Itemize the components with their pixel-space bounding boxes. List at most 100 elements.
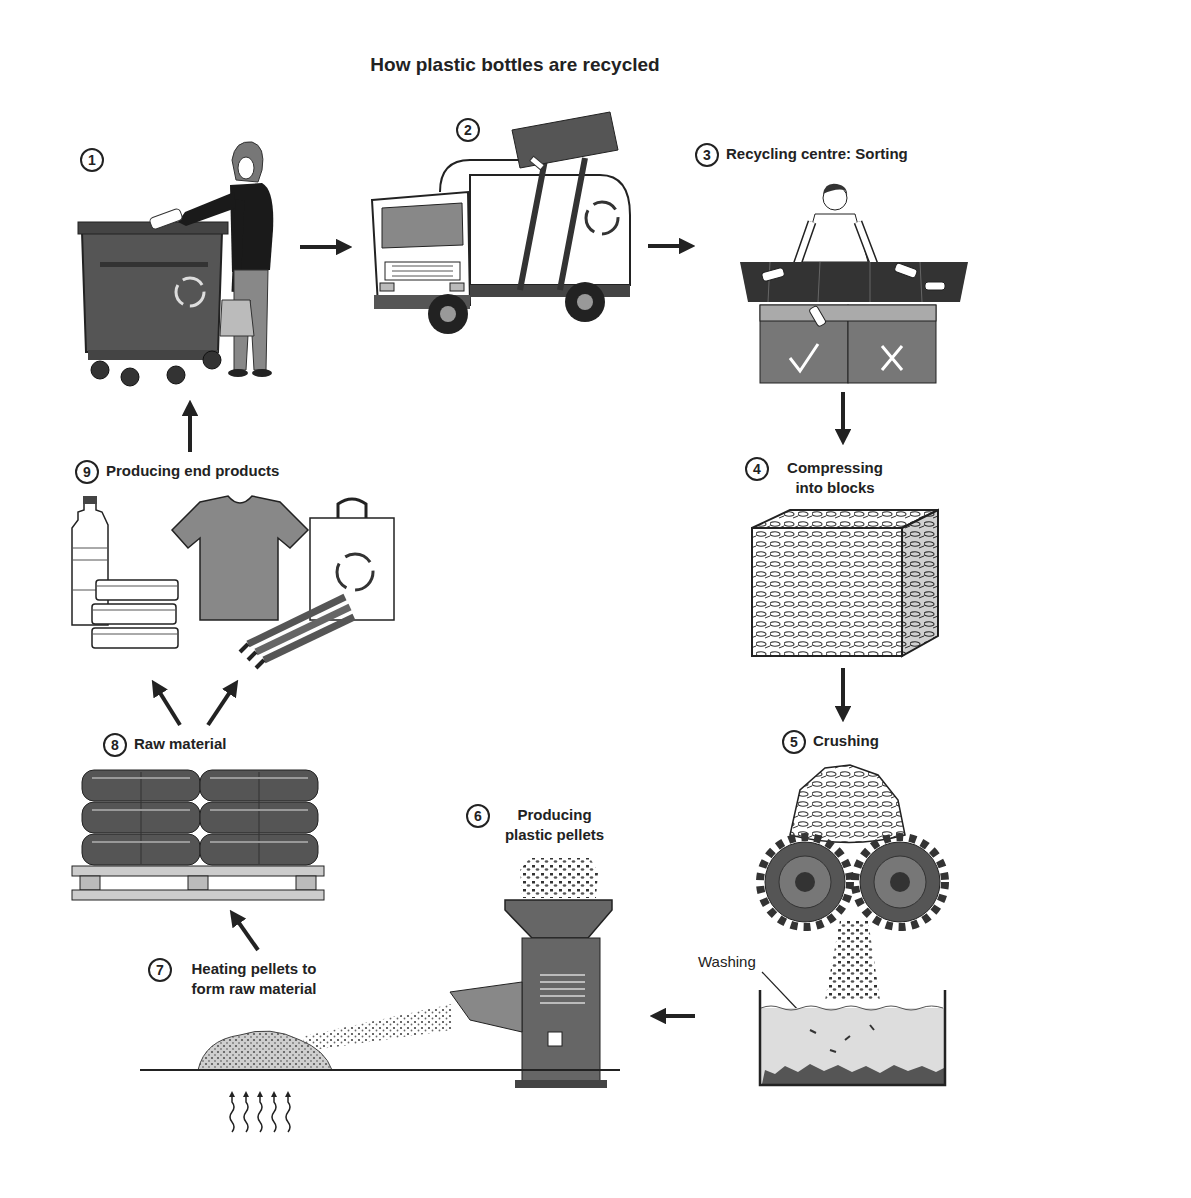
callout-number: 5 — [782, 730, 806, 754]
bin-and-person-figure-part — [232, 142, 263, 182]
bin-and-person-figure-part — [82, 232, 222, 352]
collection-truck-figure-part — [530, 156, 545, 170]
end-products-figure-part — [264, 617, 354, 660]
step-label: Raw material — [134, 733, 227, 754]
stage-label: 7Heating pellets to form raw material — [148, 958, 329, 998]
bin-and-person-figure — [78, 142, 273, 386]
crusher-figure-part — [825, 920, 880, 1000]
process-stage: 6Producing plastic pellets — [450, 800, 650, 1092]
collection-truck-figure-part — [428, 294, 468, 334]
stage-label: 1 — [80, 148, 104, 172]
heating-figure-part — [244, 1094, 248, 1132]
crusher-figure-part — [890, 872, 910, 892]
stage-label: 5 Crushing — [782, 730, 879, 754]
end-products-figure-part — [240, 644, 248, 652]
flow-arrow — [235, 917, 258, 950]
crusher-figure-part — [790, 765, 905, 843]
flow-arrow — [300, 245, 344, 249]
sorting-figure-part — [761, 267, 785, 281]
callout-number: 2 — [456, 118, 480, 142]
bin-and-person-figure-part — [149, 208, 183, 230]
process-stage: 3Recycling centre: Sorting — [695, 140, 975, 392]
flow-arrow — [648, 244, 687, 248]
stage-label: 4Compressing into blocks — [745, 457, 894, 497]
stage-label: 6Producing plastic pellets — [466, 804, 612, 844]
collection-truck-figure-part — [470, 285, 630, 297]
step-label: Producing plastic pellets — [497, 804, 612, 844]
raw-material-figure-part — [80, 876, 100, 890]
end-products-figure-part — [256, 660, 264, 668]
process-stage: 7Heating pellets to form raw material — [135, 950, 450, 1140]
pellet-machine-figure-part — [540, 975, 585, 1003]
sorting-figure-part — [760, 305, 936, 321]
collection-truck-figure-part — [512, 112, 618, 168]
process-stage: 9 Producing end products — [55, 452, 405, 680]
pellet-machine-figure-part — [548, 1032, 562, 1046]
stage-label: 2 — [456, 118, 480, 142]
step-label: Crushing — [813, 730, 879, 751]
collection-truck-figure — [372, 112, 630, 334]
crusher-figure-part — [860, 842, 940, 922]
process-stage: 1 — [70, 140, 300, 400]
pellet-machine-figure-part — [522, 938, 600, 1084]
process-stage: 8Raw material — [65, 725, 330, 910]
compressed-block-figure — [752, 510, 938, 656]
callout-number: 3 — [695, 143, 719, 167]
callout-label: Washing — [698, 953, 756, 970]
raw-material-figure-part — [72, 890, 324, 900]
flow-arrow — [658, 1014, 695, 1018]
bin-and-person-figure-part — [238, 157, 254, 179]
callout-number: 4 — [745, 457, 769, 481]
crusher-figure-part — [765, 842, 845, 922]
bin-and-person-figure-part — [228, 369, 248, 377]
collection-truck-figure-part — [470, 175, 630, 285]
bin-and-person-figure-part — [252, 369, 272, 377]
crusher-figure-part — [761, 1008, 944, 1084]
bin-and-person-figure-part — [88, 350, 218, 360]
crusher-figure-part — [779, 856, 831, 908]
flow-arrow — [156, 687, 180, 725]
crusher-figure-part — [810, 1025, 874, 1052]
bin-and-person-figure-part — [203, 351, 221, 369]
sorting-figure-part — [740, 262, 968, 302]
pellet-machine-figure-part — [450, 982, 522, 1032]
stage-label: 9 Producing end products — [75, 460, 279, 484]
flow-arrow — [841, 668, 845, 714]
collection-truck-figure-part — [372, 192, 470, 305]
sorting-figure-part — [894, 262, 918, 278]
callout-number: 1 — [80, 148, 104, 172]
collection-truck-figure-part — [577, 294, 593, 310]
bin-and-person-figure-part — [220, 300, 254, 336]
callout-number: 7 — [148, 958, 172, 982]
sorting-figure-part — [768, 262, 922, 302]
end-products-figure-part — [92, 628, 178, 648]
heating-figure-part — [300, 1004, 452, 1052]
sorting-figure-part — [790, 344, 818, 371]
heating-figure-part — [272, 1094, 276, 1132]
end-products-figure-part — [248, 597, 345, 644]
heating-figure — [140, 1004, 620, 1132]
pellet-machine-figure-part — [505, 900, 612, 938]
bin-and-person-figure-part — [176, 278, 204, 306]
process-stage: 5 Crushing — [695, 722, 960, 1092]
stage-label: 8Raw material — [103, 733, 227, 757]
crusher-figure-part — [760, 990, 945, 1085]
crusher-figure-part — [760, 837, 850, 927]
step-label: Producing end products — [106, 460, 279, 481]
pellet-machine-figure-part — [520, 858, 598, 898]
collection-truck-figure-part — [382, 203, 463, 248]
crusher-figure-part — [795, 872, 815, 892]
process-stage: 2 — [352, 112, 648, 335]
collection-truck-figure-part — [520, 158, 585, 290]
collection-truck-figure-part — [586, 202, 618, 234]
collection-truck-figure-part — [380, 283, 394, 291]
collection-truck-figure-part — [392, 266, 453, 276]
collection-truck-figure-part — [385, 262, 460, 280]
end-products-figure — [72, 496, 394, 668]
compressed-block-figure-part — [902, 510, 938, 656]
callout-number: 9 — [75, 460, 99, 484]
crusher-figure-part — [874, 856, 926, 908]
